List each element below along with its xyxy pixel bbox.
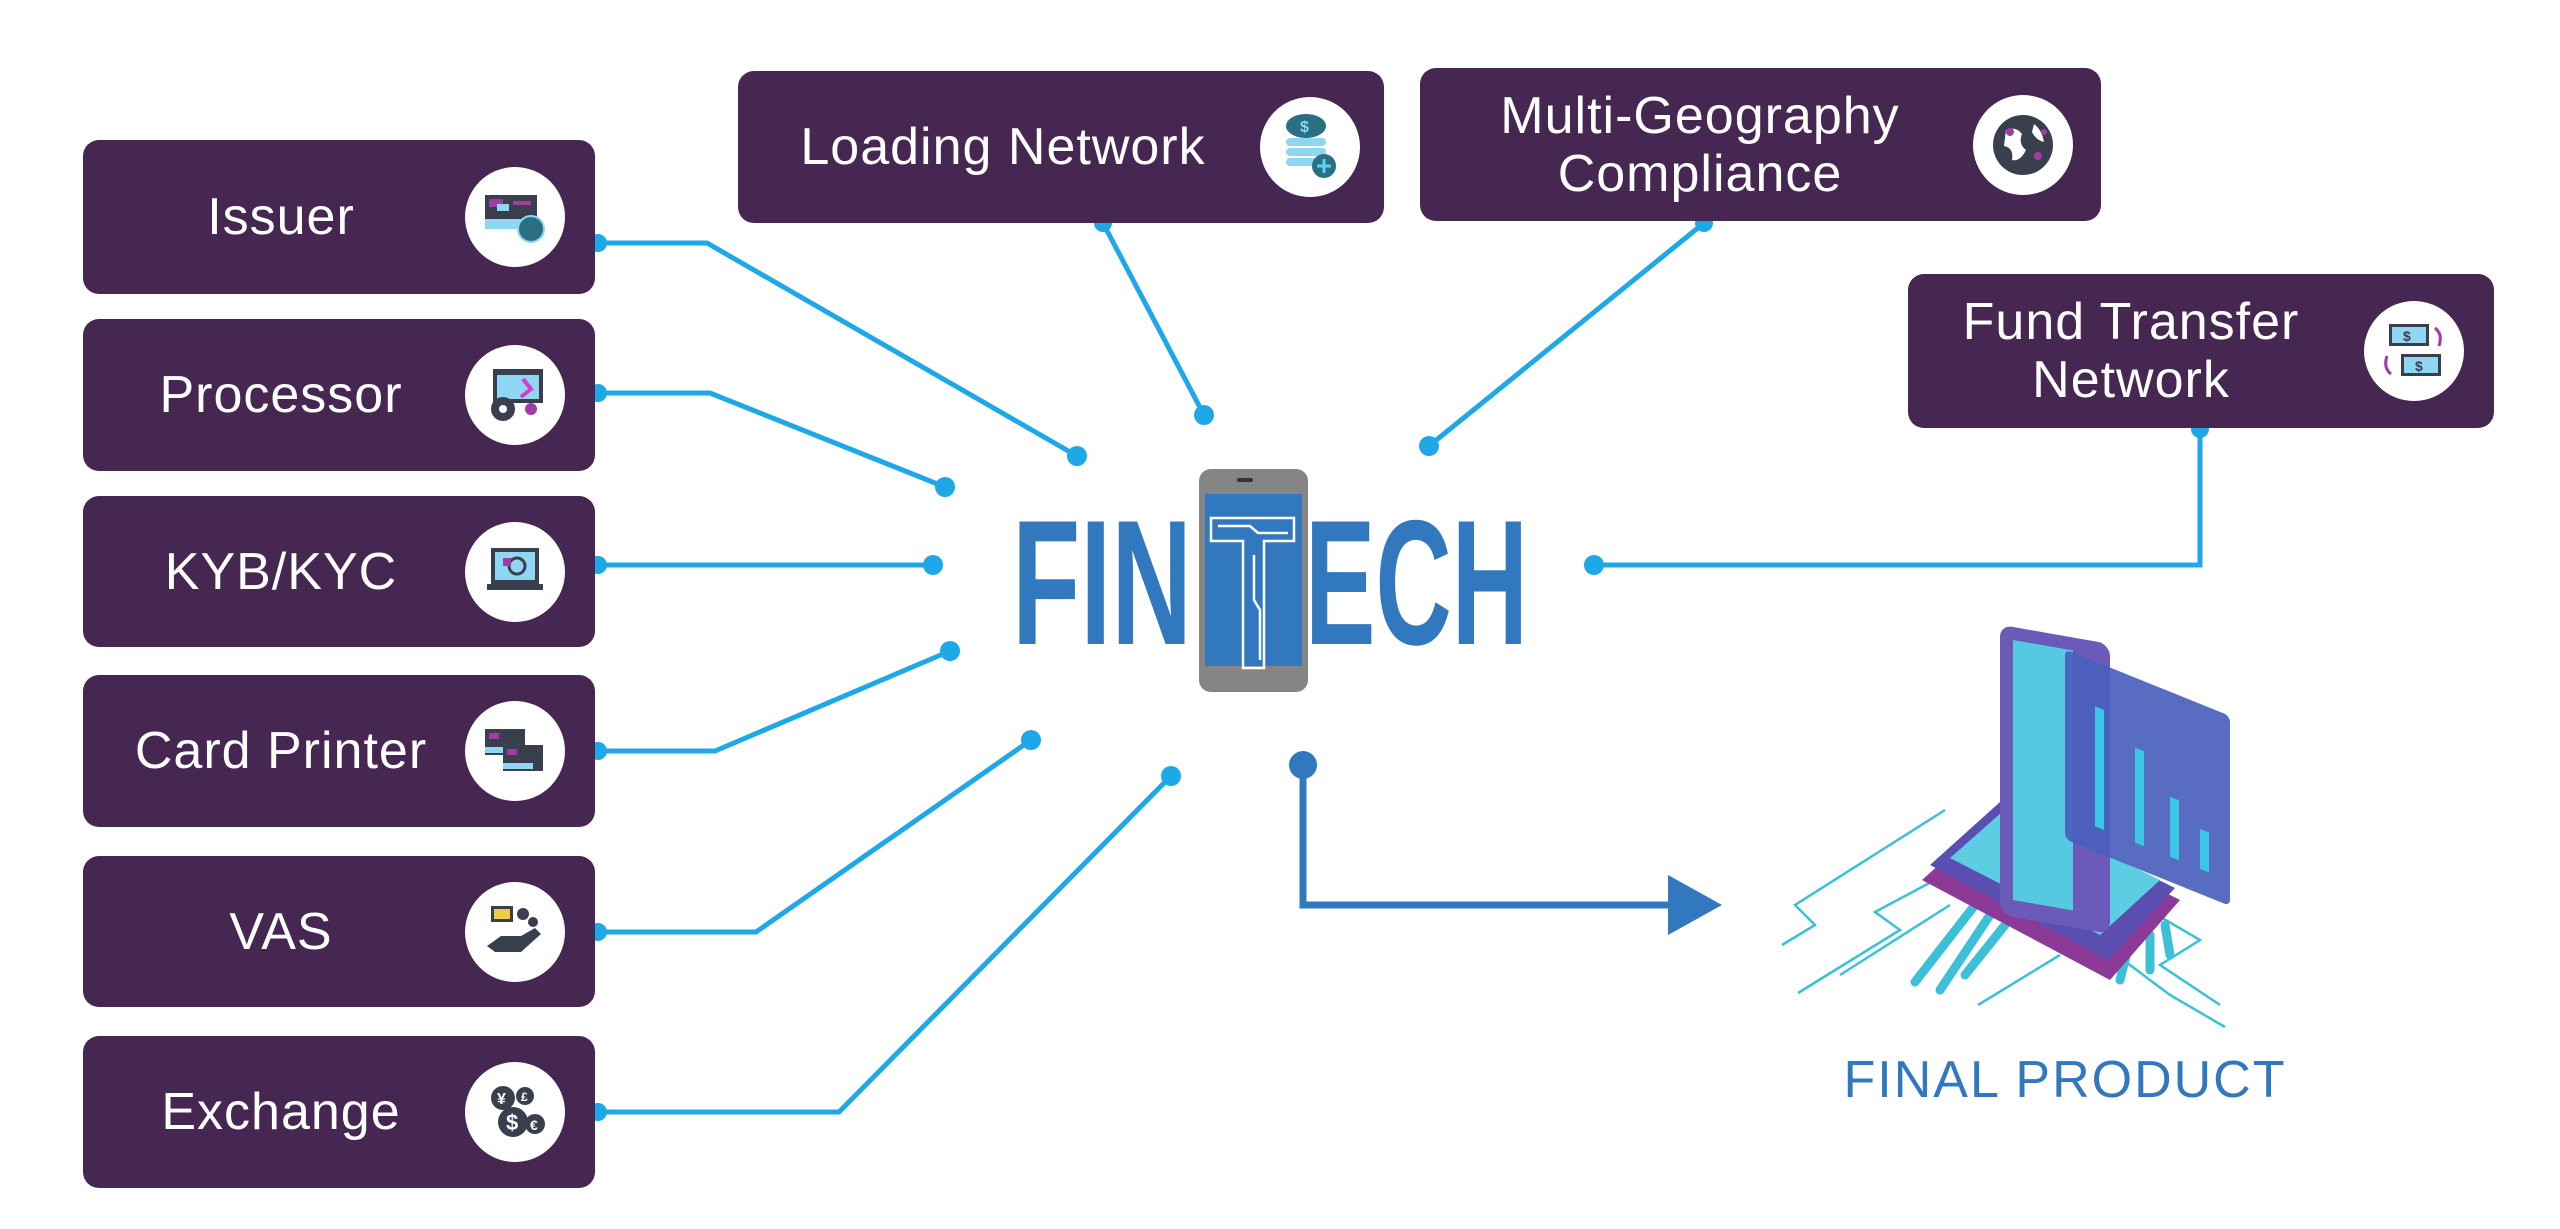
node-loading-network: Loading Network $ bbox=[738, 71, 1384, 223]
globe-pins-icon bbox=[1973, 94, 2073, 195]
node-label: Loading Network bbox=[800, 118, 1206, 176]
node-label: VAS bbox=[229, 902, 333, 961]
node-label-line1: Multi-Geography bbox=[1500, 86, 1900, 145]
node-label: Fund Transfer Network bbox=[1908, 274, 2354, 428]
final-product-label: FINAL PRODUCT bbox=[1843, 1051, 2287, 1109]
svg-text:$: $ bbox=[2415, 358, 2423, 374]
svg-text:$: $ bbox=[506, 1110, 518, 1135]
circuit-t-icon bbox=[1209, 516, 1296, 670]
svg-text:€: € bbox=[530, 1117, 538, 1133]
wire-fund bbox=[1594, 429, 2203, 568]
laptop-verification-icon bbox=[465, 521, 565, 622]
wire-card-printer bbox=[598, 648, 951, 754]
fintech-logo: FIN ECH bbox=[1012, 469, 1528, 692]
node-kyb-kyc: KYB/KYC bbox=[83, 496, 595, 647]
currency-coins-icon: ¥ £$ € bbox=[465, 1062, 565, 1162]
node-label: Exchange bbox=[161, 1083, 401, 1141]
node-exchange: Exchange ¥ £$ € bbox=[83, 1036, 595, 1188]
node-label: Processor bbox=[159, 366, 403, 424]
final-product-illustration bbox=[1781, 626, 2230, 1029]
wire-multigeo bbox=[1427, 221, 1706, 448]
svg-text:£: £ bbox=[521, 1090, 528, 1104]
node-label: Multi-Geography Compliance bbox=[1420, 68, 1980, 221]
cards-icon bbox=[465, 701, 565, 801]
node-label-line2: Compliance bbox=[1557, 144, 1843, 203]
svg-text:ECH: ECH bbox=[1305, 483, 1528, 682]
node-label: Card Printer bbox=[134, 722, 428, 780]
hand-services-icon bbox=[465, 881, 565, 982]
node-fund-transfer-network: Fund Transfer Network $$ bbox=[1908, 274, 2494, 428]
svg-text:$: $ bbox=[2403, 328, 2411, 344]
wire-vas bbox=[598, 737, 1033, 935]
node-label-line2: Network bbox=[2032, 351, 2230, 409]
node-label: KYB/KYC bbox=[164, 542, 398, 601]
arrow-to-final-product bbox=[1289, 751, 1722, 935]
money-transfer-icon: $$ bbox=[2364, 301, 2464, 401]
card-globe-icon bbox=[465, 167, 565, 267]
svg-text:$: $ bbox=[1300, 119, 1309, 136]
coin-stack-plus-icon: $ bbox=[1260, 97, 1360, 197]
wire-loading bbox=[1100, 221, 1207, 417]
node-card-printer: Card Printer bbox=[83, 675, 595, 827]
node-label: Issuer bbox=[207, 188, 355, 246]
node-label-line1: Fund Transfer bbox=[1962, 293, 2300, 351]
gear-payment-icon bbox=[465, 345, 565, 445]
svg-text:FIN: FIN bbox=[1012, 483, 1192, 682]
node-vas: VAS bbox=[83, 856, 595, 1007]
wire-processor bbox=[598, 390, 946, 490]
node-multi-geography-compliance: Multi-Geography Compliance bbox=[1420, 68, 2101, 221]
node-issuer: Issuer bbox=[83, 140, 595, 294]
svg-text:¥: ¥ bbox=[497, 1091, 506, 1108]
wire-exchange bbox=[598, 774, 1173, 1115]
wire-issuer bbox=[598, 240, 1079, 459]
node-processor: Processor bbox=[83, 319, 595, 471]
